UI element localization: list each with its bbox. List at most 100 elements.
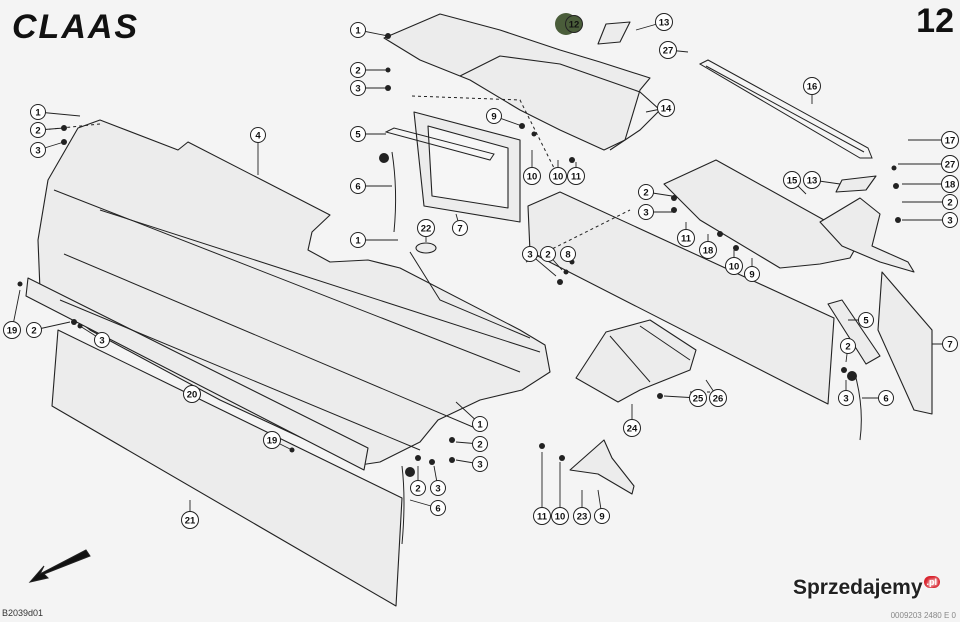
callout-number: 12 [569,20,580,31]
callout-23: 23 [573,490,591,525]
callout-circle [181,511,199,529]
callout-circle [472,416,488,432]
callout-number: 14 [661,104,672,115]
upper-cover-plate [383,13,651,151]
callout-9: 9 [486,108,523,127]
callout-1: 1 [30,104,81,120]
callout-circle [941,175,959,193]
callout-circle [430,480,446,496]
callout-10: 10 [523,150,541,185]
callout-number: 3 [477,460,482,471]
callout-circle [638,204,654,220]
callout-circle [263,431,281,449]
callout-2: 2 [840,338,856,363]
callout-circle [941,131,959,149]
callout-22: 22 [417,219,435,242]
callout-circle [250,127,266,143]
callout-2: 2 [410,466,426,496]
callout-number: 1 [35,108,41,119]
callout-number: 2 [355,66,360,77]
callout-number: 3 [527,250,532,261]
callout-number: 3 [643,208,648,219]
callout-circle [350,62,366,78]
callout-1: 1 [350,232,398,248]
callout-number: 13 [659,18,670,29]
rubber-flap [51,329,403,607]
callout-number: 10 [553,172,564,183]
callout-circle [838,390,854,406]
callout-circle [30,104,46,120]
callout-circle [565,15,583,33]
callout-circle [430,500,446,516]
callout-circle [551,507,569,525]
callout-circle [655,13,673,31]
callout-15: 15 [783,171,807,195]
callout-number: 23 [577,512,588,523]
callout-number: 17 [945,136,956,147]
callout-circle [783,171,801,189]
callout-circle [30,142,46,158]
callout-circle [560,246,576,262]
callout-circle [350,126,366,142]
strip-rail [25,277,369,471]
callout-3: 3 [430,465,446,496]
callout-19: 19 [263,431,293,451]
callout-number: 7 [947,340,952,351]
callout-3: 3 [79,325,110,348]
callout-number: 3 [355,84,360,95]
callout-circle [472,436,488,452]
callout-2: 2 [30,122,65,138]
callout-circle [677,229,695,247]
callout-number: 2 [643,188,648,199]
bracket [569,439,635,495]
callout-11: 11 [677,222,695,247]
drawing-reference-faint: 0009203 2480 E 0 [890,611,956,620]
callout-circle [573,507,591,525]
callout-circle [567,167,585,185]
callout-circle [472,456,488,472]
callout-number: 2 [845,342,850,353]
callout-number: 11 [571,172,582,183]
callout-circle [549,167,567,185]
callout-2: 2 [455,436,488,452]
callout-4: 4 [250,127,266,175]
callout-number: 3 [435,484,440,495]
callout-number: 6 [355,182,360,193]
callout-circle [183,385,201,403]
callout-circle [803,171,821,189]
callout-number: 1 [355,236,361,247]
callout-circle [942,212,958,228]
page-number: 12 [916,2,954,40]
callout-19: 19 [3,289,21,339]
watermark-badge: .pl [923,576,940,588]
callout-circle [709,389,727,407]
callout-number: 8 [565,250,570,261]
callout-8: 8 [560,246,576,263]
callout-circle [689,389,707,407]
callout-circle [659,41,677,59]
callout-3: 3 [30,141,65,158]
callout-5: 5 [848,312,874,328]
callout-17: 17 [908,131,959,149]
callout-number: 19 [7,326,18,337]
callout-3: 3 [455,456,488,472]
callout-16: 16 [803,77,821,104]
right-cover [663,159,861,269]
callout-3: 3 [838,380,854,406]
callout-6: 6 [409,499,446,516]
callout-circle [523,167,541,185]
tab-plate-right [835,175,877,193]
callout-number: 7 [457,224,462,235]
callout-2: 2 [26,321,71,338]
callout-10: 10 [725,250,743,275]
callout-circle [26,322,42,338]
deflector-hood [575,319,697,403]
callout-circle [699,241,717,259]
callout-25: 25 [663,389,707,407]
callout-number: 27 [663,46,674,57]
callout-number: 3 [843,394,848,405]
callout-20: 20 [183,385,201,403]
callout-number: 5 [355,130,361,141]
callout-circle [878,390,894,406]
callout-circle [94,332,110,348]
